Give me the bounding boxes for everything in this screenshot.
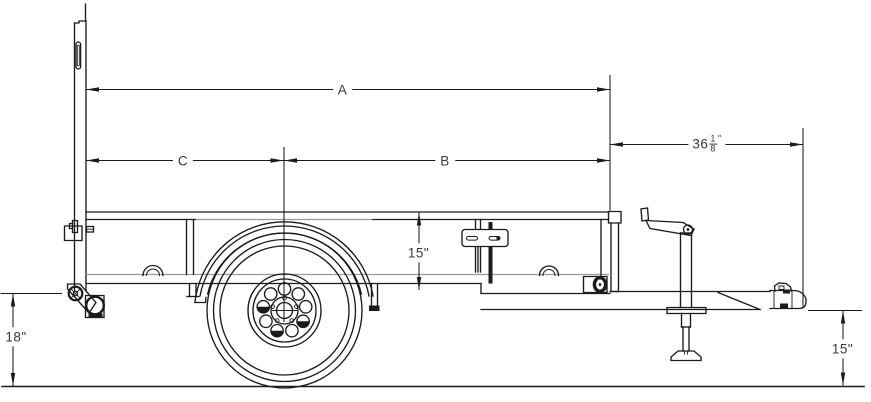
bed-frame	[86, 212, 610, 294]
tongue-fraction: 1 8	[709, 133, 717, 154]
grab-handle-rear	[540, 266, 559, 276]
grab-handle-front	[143, 266, 163, 276]
pivot-bolt	[69, 287, 83, 301]
tail-light	[584, 277, 608, 293]
jack-outer-tube	[681, 233, 692, 308]
stake-board	[488, 222, 493, 284]
rim	[248, 274, 321, 347]
spring-hanger	[369, 284, 380, 311]
rear-post	[601, 212, 621, 292]
tongue-beam	[481, 292, 770, 310]
dimension-b-label: B	[435, 152, 455, 169]
tail-light-lens	[594, 278, 605, 292]
post-slot	[76, 42, 81, 69]
stake-bracket	[462, 230, 508, 247]
front-gate-post	[75, 4, 87, 291]
dimension-coupler-height-label: 15"	[829, 338, 856, 359]
tongue-whole-number: 36	[692, 136, 709, 152]
jack	[641, 208, 706, 361]
dimension-c-label: C	[172, 152, 194, 169]
front-roller	[86, 296, 105, 319]
jack-crank-handle	[641, 208, 694, 236]
dimension-front-height-label: 18"	[3, 326, 29, 347]
jack-mount-plate	[667, 308, 706, 314]
extension-lines	[1, 75, 863, 322]
coupler	[770, 283, 806, 309]
front-latch	[65, 221, 94, 241]
dimension-side-height-label: 15"	[405, 242, 432, 263]
dimension-tongue-label: 36 1 8 "	[688, 133, 726, 156]
front-corner-bracket	[68, 284, 97, 313]
jack-foot	[671, 351, 701, 361]
tongue-unit-mark: "	[717, 133, 722, 144]
dimension-a-label: A	[332, 81, 353, 98]
jack-inner-tube	[682, 314, 691, 352]
